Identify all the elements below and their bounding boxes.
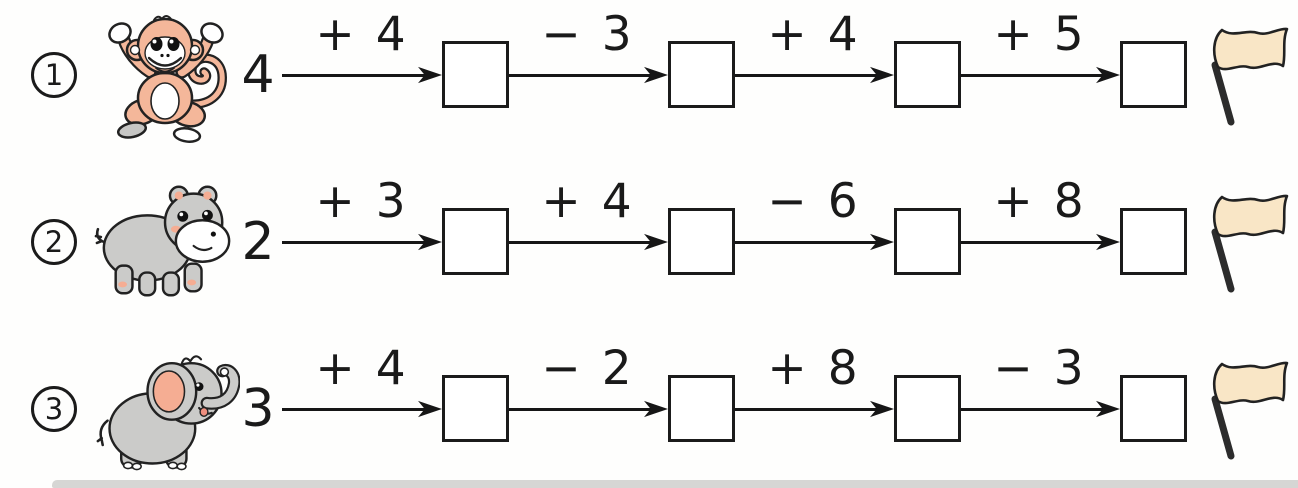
worksheet-row: 2 (0, 167, 1298, 327)
worksheet-row: 3 (0, 334, 1298, 488)
operation-label: + 4 (767, 7, 861, 62)
chain-arrow (735, 65, 894, 85)
chain-arrow (961, 399, 1120, 419)
operation-label: + 4 (315, 341, 409, 396)
arrow-line (509, 240, 651, 244)
chain-arrow (282, 232, 442, 252)
arrow-line (509, 73, 651, 77)
answer-box[interactable] (894, 208, 961, 275)
row-index-badge: 1 (31, 52, 77, 98)
row-index-badge: 2 (31, 219, 77, 265)
arrow-line (961, 240, 1103, 244)
elephant-drawing (96, 355, 240, 471)
row-index: 2 (44, 225, 64, 259)
answer-box[interactable] (894, 41, 961, 108)
chain-arrow (735, 399, 894, 419)
elephant-icon (92, 338, 240, 478)
arrow-line (282, 73, 425, 77)
operation-label: + 3 (315, 174, 409, 229)
operation-label: − 2 (541, 341, 635, 396)
chain-arrow (509, 232, 668, 252)
chain-arrow (735, 232, 894, 252)
page-bottom-edge (52, 480, 1298, 488)
operation-label: − 6 (767, 174, 861, 229)
row-index: 3 (44, 392, 64, 426)
answer-box[interactable] (1120, 208, 1187, 275)
arrow-line (735, 240, 877, 244)
answer-box[interactable] (1120, 41, 1187, 108)
arrow-line (735, 407, 877, 411)
monkey-drawing (108, 15, 227, 143)
start-number: 3 (241, 379, 275, 439)
answer-box[interactable] (668, 41, 735, 108)
arrow-line (961, 73, 1103, 77)
answer-box[interactable] (894, 375, 961, 442)
start-number: 2 (241, 212, 275, 272)
answer-box[interactable] (442, 375, 509, 442)
worksheet-row: 1 (0, 0, 1298, 160)
arrow-line (735, 73, 877, 77)
operation-label: + 4 (315, 7, 409, 62)
row-index-badge: 3 (31, 386, 77, 432)
arrow-line (282, 240, 425, 244)
chain-arrow (961, 65, 1120, 85)
hippo-icon (92, 171, 240, 311)
arrow-line (282, 407, 425, 411)
finish-flag-icon (1197, 192, 1293, 294)
chain-arrow (282, 65, 442, 85)
answer-box[interactable] (668, 208, 735, 275)
answer-box[interactable] (1120, 375, 1187, 442)
operation-label: + 4 (541, 174, 635, 229)
chain-arrow (961, 232, 1120, 252)
start-number: 4 (241, 45, 275, 105)
operation-label: − 3 (541, 7, 635, 62)
arrow-line (961, 407, 1103, 411)
finish-flag-icon (1197, 25, 1293, 127)
answer-box[interactable] (442, 41, 509, 108)
operation-label: + 8 (993, 174, 1087, 229)
finish-flag-icon (1197, 359, 1293, 461)
arrow-line (509, 407, 651, 411)
answer-box[interactable] (668, 375, 735, 442)
row-index: 1 (44, 58, 64, 92)
operation-label: − 3 (993, 341, 1087, 396)
hippo-drawing (94, 185, 231, 297)
chain-arrow (509, 399, 668, 419)
chain-arrow (282, 399, 442, 419)
operation-label: + 5 (993, 7, 1087, 62)
monkey-icon (92, 4, 240, 144)
operation-label: + 8 (767, 341, 861, 396)
chain-arrow (509, 65, 668, 85)
answer-box[interactable] (442, 208, 509, 275)
